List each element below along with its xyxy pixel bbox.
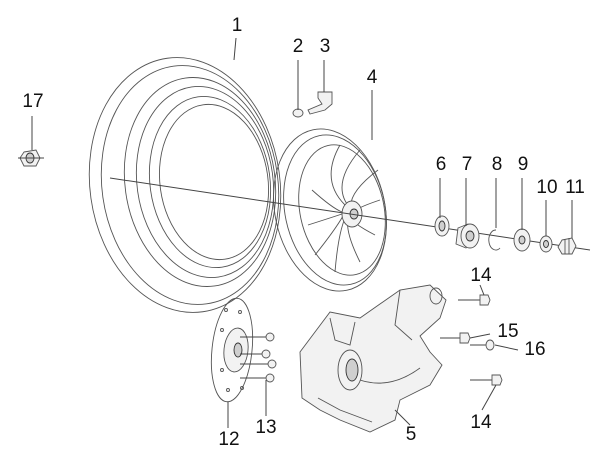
washer: [513, 228, 531, 252]
callout-3: 3: [319, 36, 331, 57]
leader-lines: [31, 37, 573, 428]
callout-9: 9: [517, 154, 529, 175]
callout-16: 16: [524, 339, 546, 360]
callout-17: 17: [22, 91, 44, 112]
callout-15: 15: [497, 321, 519, 342]
valve-cap: [292, 108, 304, 118]
callout-1: 1: [231, 15, 243, 36]
valve: [307, 91, 333, 115]
oil-seal: [434, 215, 450, 237]
callout-12: 12: [218, 429, 240, 450]
callout-6: 6: [435, 154, 447, 175]
disc-bolts: [240, 332, 277, 383]
callout-8: 8: [491, 154, 503, 175]
swingarm-bracket: [299, 284, 447, 433]
callout-11: 11: [565, 177, 585, 198]
axis-line: [109, 177, 591, 251]
brake-disc: [210, 297, 254, 403]
callout-5: 5: [405, 424, 417, 445]
callout-4: 4: [366, 67, 378, 88]
tire: [88, 57, 282, 313]
callout-14-lower: 14: [470, 412, 492, 433]
callout-14-upper: 14: [470, 265, 492, 286]
callout-2: 2: [292, 36, 304, 57]
bracket-bolts: [440, 294, 503, 386]
callout-10: 10: [536, 177, 558, 198]
circlip: [488, 229, 501, 251]
castle-nut: [557, 237, 577, 255]
bearing: [455, 223, 480, 249]
callout-13: 13: [255, 417, 277, 438]
collar: [539, 235, 553, 253]
callout-7: 7: [461, 154, 473, 175]
